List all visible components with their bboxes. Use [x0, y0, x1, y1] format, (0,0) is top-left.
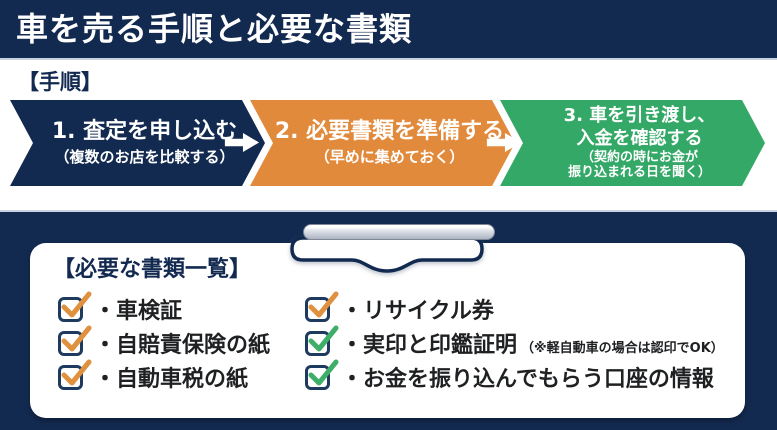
- list-item: ・実印と印鑑証明 （※軽自動車の場合は認印でOK）: [305, 325, 724, 359]
- document-label: ・自動車税の紙: [94, 367, 249, 392]
- checkbox: [58, 291, 92, 322]
- documents-heading: 【必要な書類一覧】: [53, 257, 252, 282]
- page-title: 車を売る手順と必要な書類: [16, 10, 413, 48]
- step-3-note-line-1: （契約の時にお金が: [580, 150, 698, 166]
- documents-column-left: ・車検証 ・自賠責保険の紙 ・自動車税の紙: [58, 291, 271, 398]
- step-3-chevron: 3. 車を引き渡し、 入金を確認する （契約の時にお金が 振り込まれる日を聞く）: [500, 100, 765, 186]
- step-1-title: 1. 査定を申し込む: [51, 119, 238, 145]
- slide-header: 車を売る手順と必要な書類: [0, 0, 777, 60]
- check-icon: [61, 291, 92, 317]
- document-label-text: ・実印と印鑑証明: [341, 333, 518, 358]
- step-3-title: 3. 車を引き渡し、 入金を確認する: [564, 105, 716, 150]
- clipboard-clip-icon: [290, 236, 484, 273]
- step-2-note: （早めに集めておく）: [314, 147, 465, 166]
- document-label: ・車検証: [94, 299, 183, 324]
- document-label: ・お金を振り込んでもらう口座の情報: [341, 367, 714, 392]
- list-item: ・リサイクル券: [305, 291, 724, 324]
- checkbox: [58, 325, 92, 356]
- clipboard-clip-bar: [303, 224, 495, 240]
- step-3-note: （契約の時にお金が 振り込まれる日を聞く）: [568, 151, 711, 181]
- checkbox: [305, 325, 339, 356]
- document-label-note: （※軽自動車の場合は認印でOK）: [521, 341, 724, 356]
- list-item: ・自動車税の紙: [58, 359, 270, 392]
- check-icon: [61, 359, 92, 385]
- step-3-title-line-2: 入金を確認する: [576, 127, 703, 149]
- procedure-section-label: 【手順】: [18, 70, 102, 94]
- step-3-note-line-2: 振り込まれる日を聞く）: [567, 165, 711, 180]
- document-label: ・実印と印鑑証明 （※軽自動車の場合は認印でOK）: [341, 327, 724, 359]
- step-1-note: （複数のお店を比較する）: [54, 147, 235, 166]
- arrow-right-icon: [224, 133, 260, 152]
- check-icon: [308, 359, 339, 385]
- check-icon: [308, 291, 339, 317]
- documents-column-right: ・リサイクル券 ・実印と印鑑証明 （※軽自動車の場合は認印でOK） ・お金を振り…: [305, 291, 724, 398]
- check-icon: [61, 325, 92, 351]
- list-item: ・車検証: [58, 291, 270, 324]
- checkbox: [305, 359, 339, 390]
- arrow-right-icon: [486, 133, 522, 152]
- step-1-chevron: 1. 査定を申し込む （複数のお店を比較する）: [10, 100, 265, 186]
- document-label: ・自賠責保険の紙: [94, 333, 271, 358]
- check-icon: [308, 325, 339, 351]
- document-label: ・リサイクル券: [341, 299, 494, 324]
- step-2-chevron: 2. 必要書類を準備する （早めに集めておく）: [250, 100, 515, 186]
- list-item: ・お金を振り込んでもらう口座の情報: [305, 359, 724, 392]
- checkbox: [58, 359, 92, 390]
- step-3-title-line-1: 3. 車を引き渡し、: [563, 105, 716, 127]
- checkbox: [305, 291, 339, 322]
- step-2-title: 2. 必要書類を準備する: [274, 119, 505, 145]
- list-item: ・自賠責保険の紙: [58, 325, 271, 358]
